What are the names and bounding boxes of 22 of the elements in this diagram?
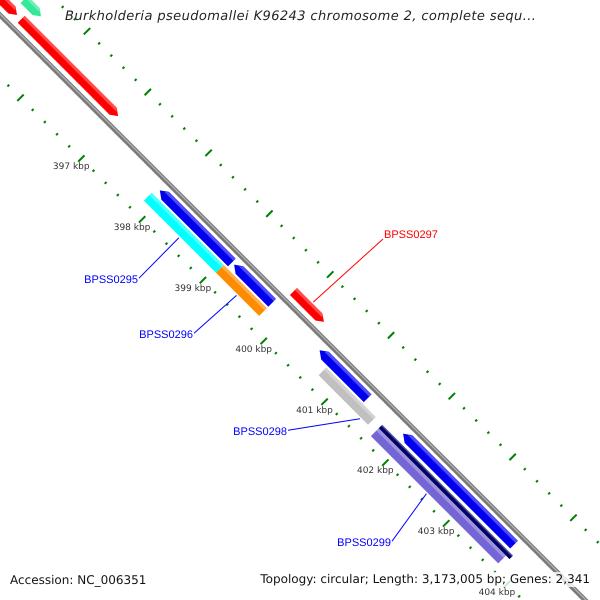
scale-label: 402 kbp bbox=[356, 467, 394, 478]
gene-label: BPSS0299 bbox=[337, 537, 391, 549]
scale-label: 398 kbp bbox=[114, 224, 150, 234]
gene-feature bbox=[216, 265, 267, 316]
scale-label: 399 kbp bbox=[174, 285, 212, 295]
scale-label: 400 kbp bbox=[235, 346, 272, 356]
scale-label: 401 kbp bbox=[296, 406, 333, 417]
scale-label: 397 kbp bbox=[52, 163, 90, 174]
scale-label: 403 kbp bbox=[418, 528, 454, 538]
gene-label: BPSS0295 bbox=[84, 274, 138, 286]
title: Burkholderia pseudomallei K96243 chromosome 2, complete sequ... bbox=[65, 10, 536, 24]
accession-text: Accession: NC_006351 bbox=[10, 574, 146, 588]
gene-feature bbox=[290, 288, 324, 322]
gene-label: BPSS0297 bbox=[384, 229, 438, 241]
scale-label: 404 kbp bbox=[478, 589, 516, 599]
leader-line bbox=[194, 294, 238, 334]
leader-line bbox=[138, 237, 180, 279]
leader-line bbox=[312, 238, 384, 303]
leader-line bbox=[288, 418, 360, 431]
gene-label: BPSS0298 bbox=[233, 426, 287, 438]
gene-feature bbox=[318, 368, 376, 425]
gene-label: BPSS0296 bbox=[139, 329, 193, 341]
